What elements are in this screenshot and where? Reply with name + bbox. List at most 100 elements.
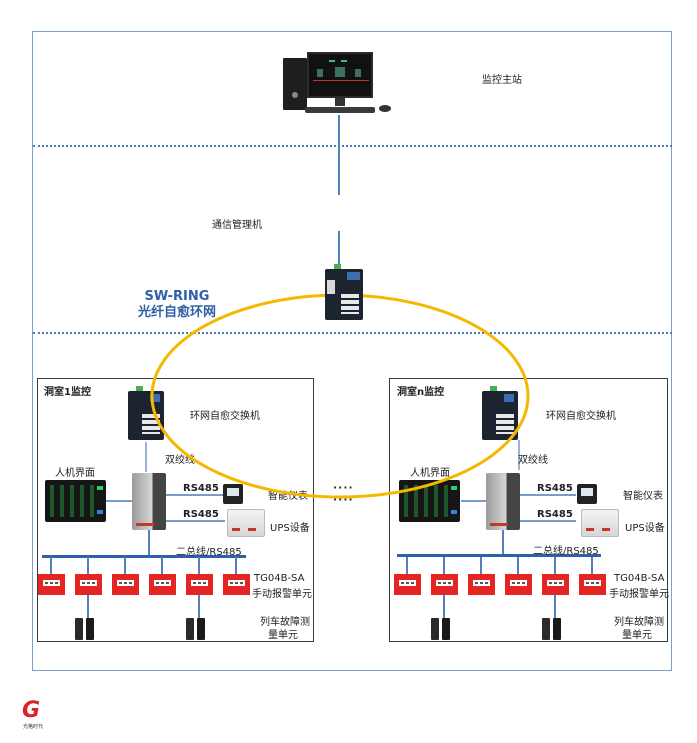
- panel-1-ring-switch-label: 环网自愈交换机: [190, 411, 260, 422]
- panel-1-title: 洞室1监控: [44, 387, 91, 398]
- meas-a: [542, 618, 550, 640]
- panel-n-rs485-label-2: RS485: [537, 509, 573, 520]
- dot: [240, 582, 243, 584]
- status-leds: [150, 394, 160, 402]
- panel-n-measure-unit-icon: [542, 618, 562, 640]
- panel-1-ups-label: UPS设备: [270, 523, 310, 534]
- alarm-window: [510, 580, 527, 586]
- dot: [480, 582, 483, 584]
- ups-logo: [232, 528, 240, 531]
- panel-n-rs485-label-1: RS485: [537, 483, 573, 494]
- gw-label: [136, 523, 154, 526]
- tier-divider-top: [33, 145, 672, 147]
- meas-b: [553, 618, 561, 640]
- panel-1-rs485-link-2: [165, 520, 225, 522]
- dot: [156, 582, 159, 584]
- panel-1-smart-meter-icon: [223, 484, 243, 504]
- panel-n-rs485-link-2: [520, 520, 576, 522]
- panel-n-measure-link: [443, 595, 445, 621]
- panel-1-alarm-drop: [161, 557, 163, 575]
- alarm-window: [80, 580, 97, 586]
- panel-1-measure-unit-icon: [75, 618, 95, 640]
- dot: [448, 582, 451, 584]
- master-station-label: 监控主站: [482, 75, 522, 86]
- ups-logo: [586, 528, 594, 531]
- port-block: [142, 414, 160, 434]
- mouse-icon: [379, 105, 391, 112]
- panel-n-ring-switch-label: 环网自愈交换机: [546, 411, 616, 422]
- panel-n-bus-drop: [502, 530, 504, 556]
- panel-n-alarm-drop: [480, 557, 482, 575]
- panel-1-measure-link: [87, 595, 89, 621]
- panel-1-bus-drop: [148, 530, 150, 556]
- dot: [50, 582, 53, 584]
- alarm-window: [473, 580, 490, 586]
- panel-n-meter-label: 智能仪表: [623, 491, 663, 502]
- dot: [119, 582, 122, 584]
- panel-1-twisted-pair-label: 双绞线: [165, 455, 195, 466]
- panel-1-hmi-label: 人机界面: [55, 468, 95, 479]
- panel-1-bus-label: 二总线/RS485: [176, 547, 242, 558]
- panel-1-alarm-unit-icon: [38, 574, 65, 595]
- alarm-window: [117, 580, 134, 586]
- monitor-icon: [307, 52, 373, 98]
- hmi-btn: [451, 486, 457, 490]
- dot: [559, 582, 562, 584]
- dot: [230, 582, 233, 584]
- dot: [82, 582, 85, 584]
- gw-label: [490, 523, 508, 526]
- panel-n-measure-label-1: 列车故障测: [614, 617, 664, 628]
- panel-n-smart-meter-icon: [577, 484, 597, 504]
- panel-n-alarm-unit-icon: [542, 574, 569, 595]
- diagram-frame: [32, 31, 672, 671]
- panel-1-ups-icon: [227, 509, 265, 537]
- dot: [438, 582, 441, 584]
- ring-title: SW-RING 光纤自愈环网: [132, 289, 222, 321]
- panel-n-alarm-drop: [554, 557, 556, 575]
- meas-b: [442, 618, 450, 640]
- panel-1-hmi-link: [106, 500, 132, 502]
- panel-1-ring-switch-icon: [128, 386, 164, 440]
- panel-1-measure-label-1: 列车故障测: [260, 617, 310, 628]
- dot: [522, 582, 525, 584]
- panel-1-alarm-unit-icon: [186, 574, 213, 595]
- panel-n-measure-unit-icon: [431, 618, 451, 640]
- meas-b: [86, 618, 94, 640]
- alarm-window: [584, 580, 601, 586]
- panel-1-measure-label-2: 量单元: [268, 630, 298, 641]
- panel-1-rs485-link-1: [165, 494, 223, 496]
- panel-1-measure-unit-icon: [186, 618, 206, 640]
- panel-1-twisted-pair-line: [145, 442, 147, 472]
- dot: [55, 582, 58, 584]
- uplink-line: [338, 115, 340, 195]
- panel-n-alarm-drop: [443, 557, 445, 575]
- tier-divider-bottom: [33, 332, 672, 334]
- panel-n-ring-switch-icon: [482, 386, 518, 440]
- panel-n-twisted-pair-label: 双绞线: [518, 455, 548, 466]
- panel-n-bus-label: 二总线/RS485: [533, 546, 599, 557]
- dot: [475, 582, 478, 584]
- comm-manager-antenna-line: [338, 231, 340, 267]
- hmi-btn: [97, 510, 103, 514]
- ring-title-en: SW-RING: [144, 289, 210, 304]
- ups-logo: [248, 528, 256, 531]
- dot: [485, 582, 488, 584]
- panel-1-alarm-unit-icon: [112, 574, 139, 595]
- dot: [235, 582, 238, 584]
- comm-manager-switch-icon: [325, 264, 363, 320]
- logo-text: 光格时代: [23, 724, 44, 730]
- terminal: [136, 386, 143, 392]
- dot: [517, 582, 520, 584]
- alarm-window: [228, 580, 245, 586]
- dot: [443, 582, 446, 584]
- alarm-window: [547, 580, 564, 586]
- panel-1-rs485-label-2: RS485: [183, 509, 219, 520]
- panel-n-alarm-unit-icon: [468, 574, 495, 595]
- meas-b: [197, 618, 205, 640]
- panel-n-ups-label: UPS设备: [625, 523, 665, 534]
- dot: [129, 582, 132, 584]
- keyboard-icon: [305, 107, 375, 113]
- dot: [411, 582, 414, 584]
- meter-screen: [581, 488, 593, 496]
- status-leds: [504, 394, 514, 402]
